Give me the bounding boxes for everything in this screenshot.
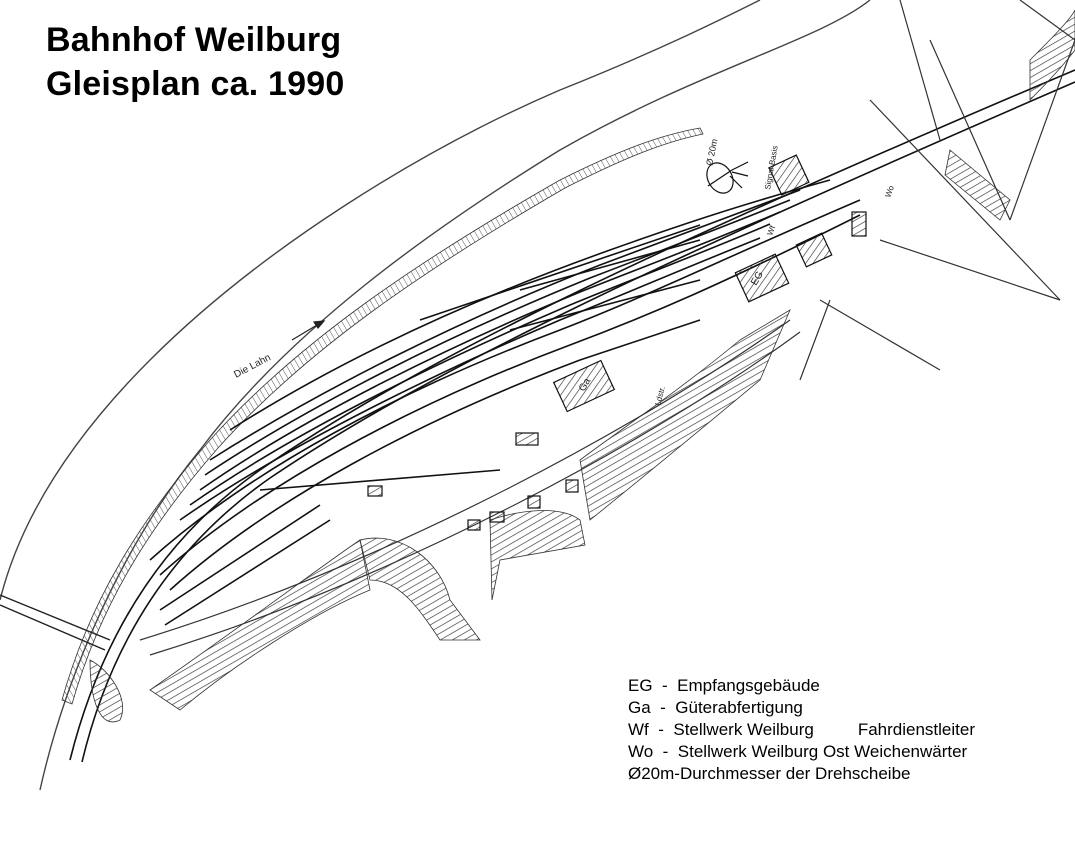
- legend-item-wf: Wf - Stellwerk Weilburg Fahrdienstleiter: [628, 719, 975, 741]
- legend-text: Empfangsgebäude: [677, 676, 820, 695]
- legend-role: Fahrdienstleiter: [857, 720, 975, 739]
- legend-abbr: Wo: [628, 742, 654, 761]
- buildings: [367, 154, 867, 531]
- signal-base-building: [768, 154, 810, 196]
- legend-item-turntable: Ø20m-Durchmesser der Drehscheibe: [628, 763, 911, 785]
- goods-shed-ga: [552, 359, 616, 413]
- legend-separator: -: [662, 676, 668, 695]
- building-small-2: [851, 211, 867, 237]
- station-tracks: [69, 69, 1075, 763]
- legend-abbr: Ga: [628, 698, 651, 717]
- terrain-embankments: [89, 9, 1075, 723]
- legend-abbr: Wf: [628, 720, 649, 739]
- river-flow-arrow: [291, 320, 326, 341]
- legend-text: Ø20m-Durchmesser der Drehscheibe: [628, 764, 911, 783]
- legend-text: Stellwerk Weilburg Ost: [677, 742, 850, 761]
- legend-separator: -: [660, 698, 666, 717]
- station-building-eg: [734, 253, 790, 303]
- map-title: Bahnhof Weilburg: [46, 21, 342, 59]
- legend-item-wo: Wo - Stellwerk Weilburg Ost Weichenwärte…: [628, 741, 967, 763]
- turntable-label: Ø 20m: [704, 138, 719, 167]
- building-small-1: [795, 232, 833, 268]
- legend-text: Güterabfertigung: [675, 698, 803, 717]
- legend-abbr: EG: [628, 676, 653, 695]
- legend-text: Stellwerk Weilburg: [673, 720, 814, 739]
- legend-item-ga: Ga - Güterabfertigung: [628, 697, 803, 719]
- signal-box-west-label: Wf: [765, 224, 777, 237]
- signal-box-east-label: Wo: [883, 184, 896, 199]
- map-subtitle: Gleisplan ca. 1990: [46, 65, 345, 103]
- legend-separator: -: [662, 742, 669, 761]
- river-label: Die Lahn: [232, 352, 273, 381]
- legend-item-eg: EG - Empfangsgebäude: [628, 675, 820, 697]
- bridge-west: [0, 594, 111, 651]
- river-embankment: [61, 127, 704, 705]
- legend-role: Weichenwärter: [854, 742, 968, 761]
- turntable: [706, 161, 749, 194]
- legend-separator: -: [658, 720, 664, 739]
